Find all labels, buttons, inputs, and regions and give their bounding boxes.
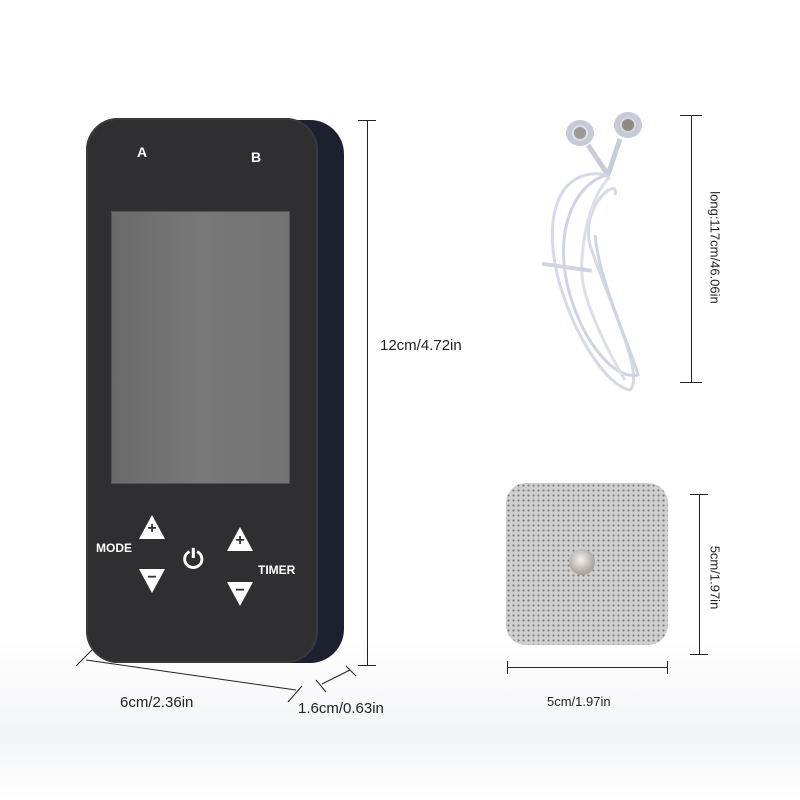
plus-icon: +	[147, 520, 157, 537]
pad-width-dimension-line	[507, 667, 668, 668]
timer-minus-button[interactable]: −	[227, 582, 253, 606]
device-width-label: 6cm/2.36in	[120, 694, 194, 711]
device-height-label: 12cm/4.72in	[380, 337, 462, 354]
dimension-tick	[690, 654, 708, 655]
timer-label: TIMER	[258, 563, 296, 577]
mode-minus-button[interactable]: −	[139, 569, 165, 593]
cable-dimension-line	[691, 115, 692, 382]
pad-width-label: 5cm/1.97in	[547, 694, 611, 709]
mode-label: MODE	[96, 541, 132, 555]
triangle-down-icon	[227, 582, 253, 606]
cable-length-label: long:117cm/46.06in	[707, 191, 723, 304]
width-dimension-line	[75, 649, 357, 703]
height-dimension-line	[367, 120, 368, 665]
power-button[interactable]: ⏻	[183, 544, 204, 574]
dimension-tick	[690, 494, 708, 495]
pad-height-label: 5cm/1.97in	[707, 545, 723, 610]
pad-snap-connector	[569, 549, 595, 575]
triangle-down-icon	[139, 569, 165, 593]
channel-a-label: A	[137, 144, 148, 160]
dimension-tick	[507, 661, 508, 674]
lcd-screen	[111, 211, 290, 484]
plus-icon: +	[235, 532, 245, 549]
pad-height-dimension-line	[699, 494, 700, 654]
mode-plus-button[interactable]: +	[139, 515, 165, 539]
dimension-tick	[667, 661, 668, 674]
triangle-up-icon	[227, 527, 253, 551]
minus-icon: −	[235, 582, 245, 599]
device-depth-label: 1.6cm/0.63in	[298, 700, 384, 717]
channel-b-label: B	[251, 149, 262, 165]
timer-plus-button[interactable]: +	[227, 527, 253, 551]
dimension-tick	[358, 120, 376, 121]
dimension-tick	[680, 382, 702, 383]
triangle-up-icon	[139, 515, 165, 539]
dimension-tick	[680, 115, 702, 116]
dimension-tick	[358, 665, 376, 666]
electrode-cable	[541, 112, 642, 392]
minus-icon: −	[147, 569, 157, 586]
